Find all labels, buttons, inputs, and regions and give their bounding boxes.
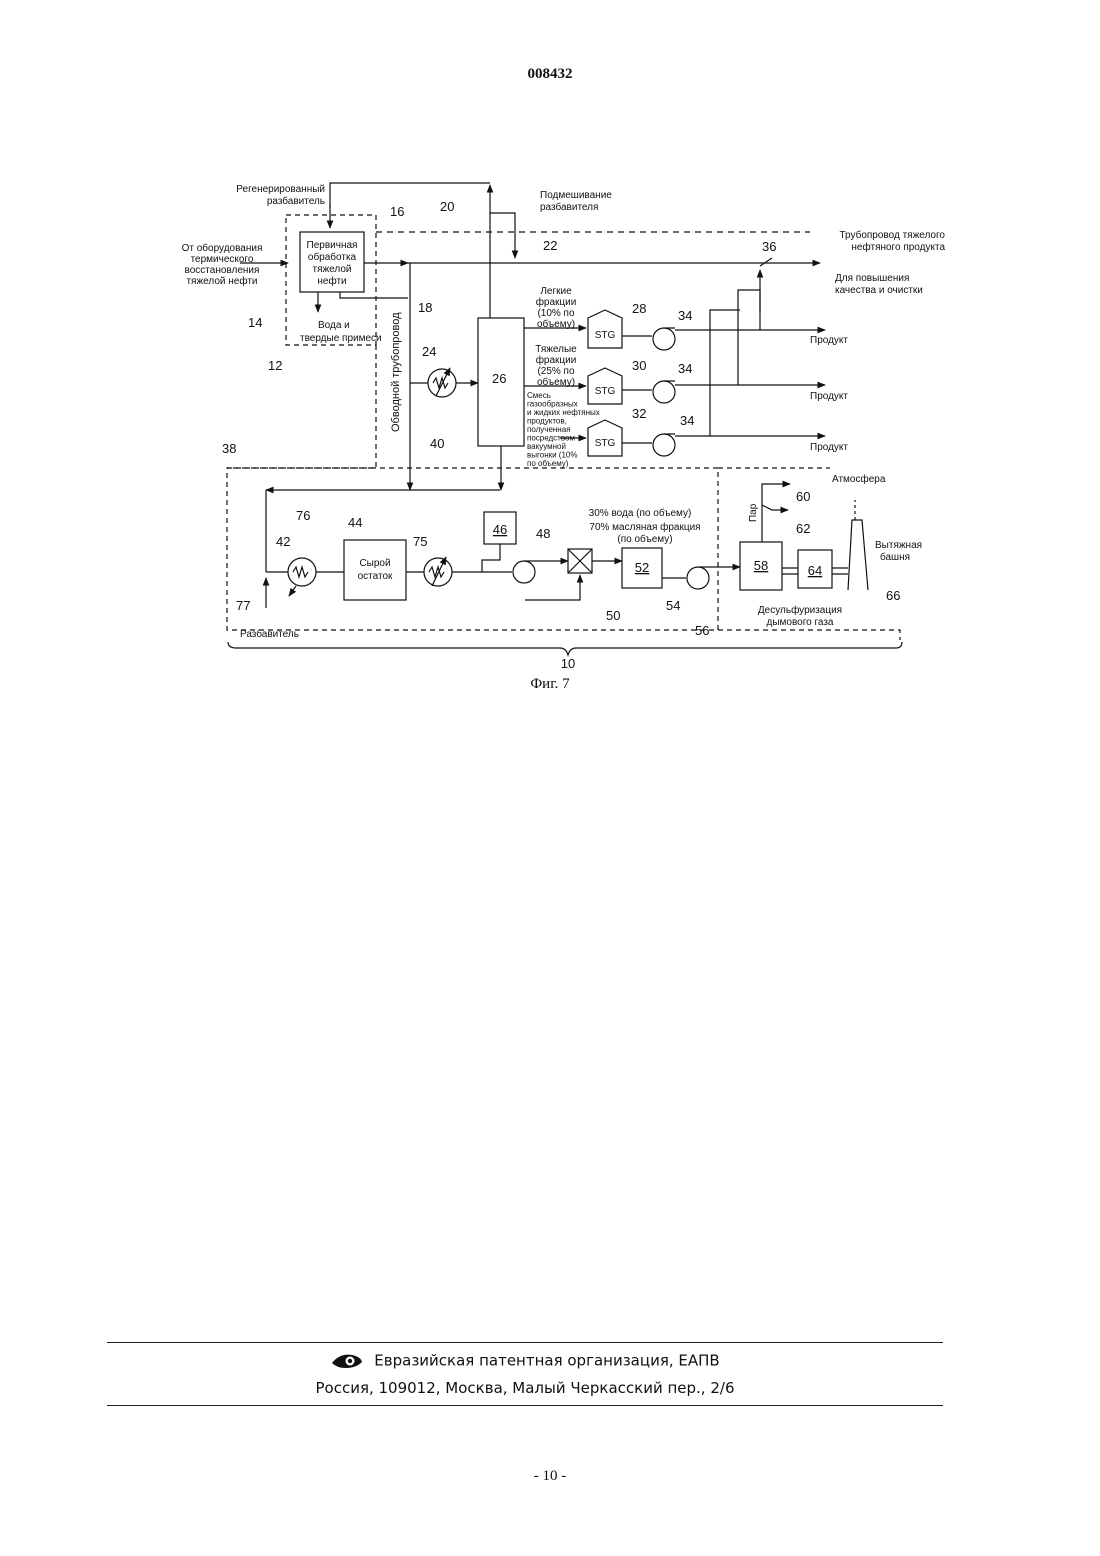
label-pipeline: Трубопровод тяжелогонефтяного продукта	[839, 229, 945, 253]
ref-32: 32	[632, 406, 646, 421]
ref-12: 12	[268, 358, 282, 373]
ref-64: 64	[808, 563, 822, 578]
ref-10: 10	[561, 656, 575, 671]
ref-20: 20	[440, 199, 454, 214]
ref-34c: 34	[680, 413, 694, 428]
ref-50: 50	[606, 608, 620, 623]
ref-75: 75	[413, 534, 427, 549]
label-exhaust-tower: Вытяжнаябашня	[875, 540, 922, 563]
figure-caption: Фиг. 7	[0, 676, 1100, 693]
exhaust-tower	[848, 520, 868, 590]
pump-34a	[653, 328, 675, 350]
label-bypass: Обводной трубопровод	[390, 312, 402, 432]
ref-58: 58	[754, 558, 768, 573]
ref-34b: 34	[678, 361, 692, 376]
label-light-fractions: Легкиефракции(10% пообъему)	[536, 286, 577, 330]
label-atmosphere: Атмосфера	[832, 473, 886, 485]
ref-44: 44	[348, 515, 362, 530]
pump-48	[513, 561, 535, 583]
footer: Евразийская патентная организация, ЕАПВ …	[107, 1342, 943, 1406]
ref-28: 28	[632, 301, 646, 316]
label-desulfurization: Десульфуризациядымового газа	[758, 604, 842, 628]
ref-24: 24	[422, 344, 436, 359]
pump-34c	[653, 434, 675, 456]
heater-42	[288, 558, 316, 586]
page-number: - 10 -	[0, 1468, 1100, 1485]
heater-75	[424, 558, 452, 586]
label-product-1: Продукт	[810, 335, 848, 346]
label-mixing: Подмешиваниеразбавителя	[540, 190, 612, 213]
ref-48: 48	[536, 526, 550, 541]
stg-tank-28	[588, 310, 622, 348]
brace-10	[228, 642, 902, 655]
label-water-solids: Вода итвердые примеси	[300, 320, 382, 344]
ref-46: 46	[493, 522, 507, 537]
footer-org-line: Евразийская патентная организация, ЕАПВ	[107, 1351, 943, 1371]
ref-26: 26	[492, 371, 506, 386]
label-water30: 30% вода (по объему)	[589, 507, 692, 519]
label-product-3: Продукт	[810, 442, 848, 453]
ref-62: 62	[796, 521, 810, 536]
ref-66: 66	[886, 588, 900, 603]
label-stg-28: STG	[595, 330, 616, 341]
pump-54	[687, 567, 709, 589]
ref-56: 56	[695, 623, 709, 638]
label-from-equipment: От оборудованиятермическоговосстановлени…	[182, 242, 263, 287]
label-heavy-fractions: Тяжелыефракции(25% пообъему)	[535, 344, 577, 388]
footer-org: Евразийская патентная организация, ЕАПВ	[374, 1352, 719, 1370]
ref-60: 60	[796, 489, 810, 504]
ref-16: 16	[390, 204, 404, 219]
ref-34a: 34	[678, 308, 692, 323]
ref-54: 54	[666, 598, 680, 613]
ref-42: 42	[276, 534, 290, 549]
label-stg-30: STG	[595, 386, 616, 397]
label-regen-diluent: Регенерированныйразбавитель	[236, 184, 325, 207]
ref-14: 14	[248, 315, 262, 330]
ref-38: 38	[222, 441, 236, 456]
label-upgrade: Для повышениякачества и очистки	[835, 273, 923, 296]
ref-36: 36	[762, 239, 776, 254]
raw-residue-box	[344, 540, 406, 600]
pump-34b	[653, 381, 675, 403]
ref-40: 40	[430, 436, 444, 451]
region-38-upper	[227, 345, 376, 468]
label-product-2: Продукт	[810, 391, 848, 402]
ref-76: 76	[296, 508, 310, 523]
ref-18: 18	[418, 300, 432, 315]
ref-77: 77	[236, 598, 250, 613]
ref-52: 52	[635, 560, 649, 575]
footer-address: Россия, 109012, Москва, Малый Черкасский…	[107, 1379, 943, 1397]
ref-30: 30	[632, 358, 646, 373]
label-oil70: 70% масляная фракция(по объему)	[589, 521, 700, 545]
ref-22: 22	[543, 238, 557, 253]
label-diluent: Разбавитель	[240, 628, 299, 640]
label-stg-32: STG	[595, 438, 616, 449]
label-steam: Пар	[748, 503, 759, 522]
eapo-logo-icon	[330, 1351, 364, 1371]
process-flow-diagram: Регенерированныйразбавитель Подмешивание…	[0, 0, 1100, 720]
